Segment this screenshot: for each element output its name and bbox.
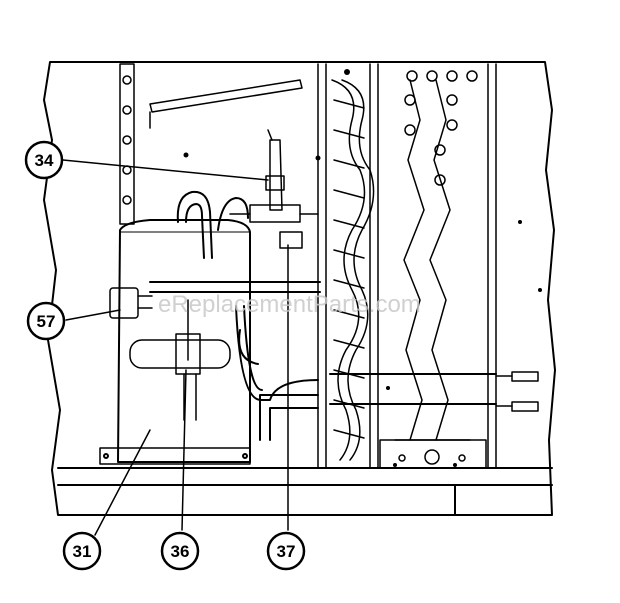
cabinet-outline [43,61,556,516]
callout-37: 37 [266,531,306,571]
terminal-cover [109,287,153,319]
callout-label: 36 [171,542,190,561]
callout-label: 37 [277,542,296,561]
callout-31: 31 [62,531,102,571]
reversing-valve [129,299,231,421]
callout-34: 34 [24,140,64,180]
callout-57: 57 [26,301,66,341]
service-fittings [495,371,539,412]
corner-post [119,63,135,225]
refrigerant-lines [149,190,497,441]
fasteners [183,69,542,467]
compressor [99,219,251,465]
callout-label: 31 [73,542,92,561]
partition-posts [317,63,497,469]
leader-lines [62,159,289,536]
service-valve [229,129,319,249]
evaporator-coil [394,70,478,441]
drain-pan [379,439,487,469]
base-platform [57,467,553,516]
watermark-text: eReplacementParts.com [158,291,421,318]
callout-label: 57 [37,312,56,331]
callout-36: 36 [160,531,200,571]
callout-label: 34 [35,151,54,170]
top-brace [149,79,303,129]
